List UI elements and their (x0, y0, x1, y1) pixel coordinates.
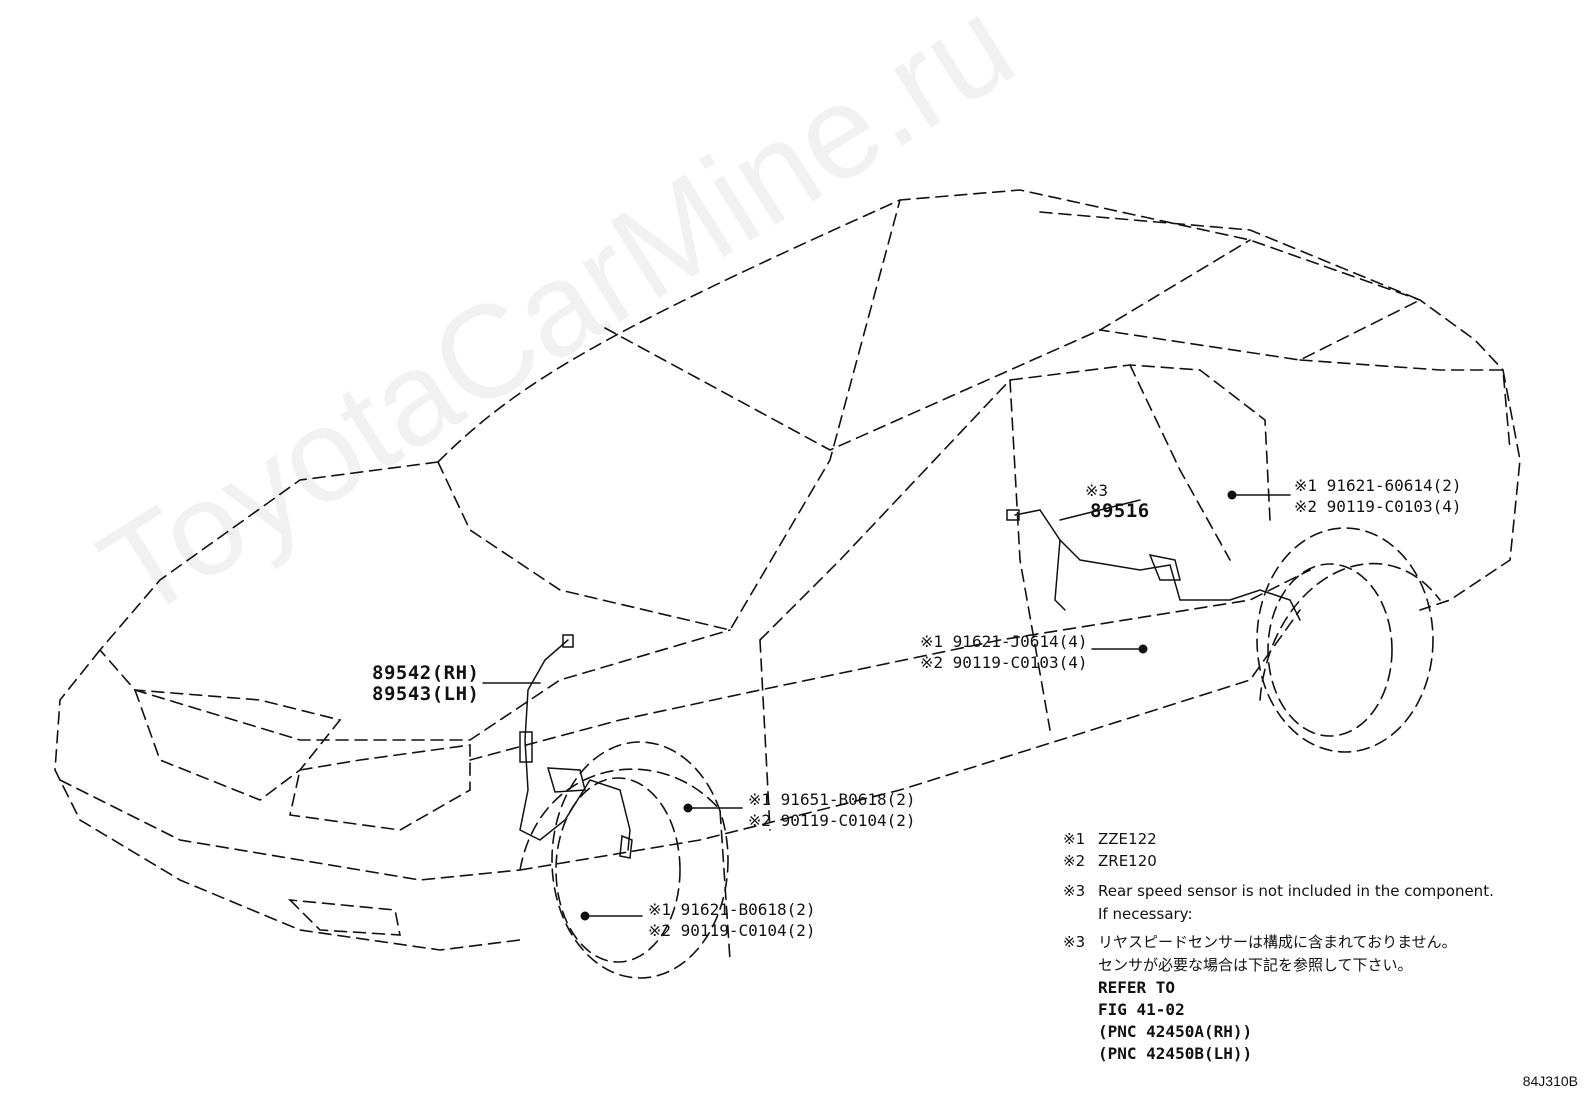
c-pillar (1129, 364, 1231, 561)
front-sensor-harness (519, 639, 631, 851)
front-sensor-bracket (546, 767, 586, 793)
trunk (1299, 359, 1511, 451)
front-wheel-outer (551, 741, 729, 979)
headlight (289, 744, 471, 831)
rear-sensor-harness (1014, 509, 1301, 621)
front-wheel-arch (519, 768, 731, 961)
front-sensor-head (619, 834, 633, 859)
b-pillar (1009, 379, 1051, 731)
rear-bumper (1419, 369, 1521, 611)
rear-wheel-arch (1259, 562, 1441, 701)
bolt-rear-top-icon (1227, 490, 1237, 500)
figure-id: 84J310B (1522, 1073, 1578, 1089)
side-body-line (469, 569, 1311, 761)
roof-rear-edge (604, 239, 1251, 451)
bolt-front-upper-icon (683, 803, 693, 813)
rear-sensor-connector (1006, 509, 1020, 521)
bumper-lower (59, 779, 521, 881)
bolt-front-lower-icon (580, 911, 590, 921)
label-89542-rh: 89542(RH) (372, 662, 480, 684)
label-front-upper-bolt-1: ※1 91651-B0618(2) (748, 790, 916, 809)
door-sill (519, 609, 1301, 871)
hood-front (54, 649, 521, 951)
label-rear-mid-bolt-1: ※1 91621-J0614(4) (920, 632, 1088, 651)
refer-line-3: (PNC 42450A(RH)) (1098, 1022, 1253, 1041)
note-2-mark: ※2 (1063, 852, 1086, 870)
note-3-text-2: If necessary: (1098, 905, 1193, 923)
refer-line-2: FIG 41-02 (1098, 1000, 1185, 1019)
front-sensor-connector (562, 634, 574, 648)
refer-line-4: (PNC 42450B(LH)) (1098, 1044, 1253, 1063)
rear-sensor-bracket (1148, 553, 1181, 581)
label-89543-lh: 89543(LH) (372, 683, 480, 705)
note-2-text: ZRE120 (1098, 852, 1157, 870)
front-wheel-inner (555, 777, 681, 963)
leader-rear-part (1059, 499, 1141, 521)
rear-wheel-outer (1256, 527, 1434, 753)
label-rear-top-bolt-1: ※1 91621-60614(2) (1294, 476, 1462, 495)
rear-sensor-loop (1054, 539, 1066, 611)
label-rear-mid-bolt-2: ※2 90119-C0103(4) (920, 653, 1088, 672)
note-4-mark: ※3 (1063, 933, 1086, 951)
refer-line-1: REFER TO (1098, 978, 1176, 997)
fog-light (287, 898, 401, 936)
label-rear-top-bolt-2: ※2 90119-C0103(4) (1294, 497, 1462, 516)
label-front-lower-bolt-1: ※1 91621-B0618(2) (648, 900, 816, 919)
rear-wheel-inner (1267, 563, 1393, 737)
front-sensor-clip (519, 731, 533, 763)
label-front-lower-bolt-2: ※2 90119-C0104(2) (648, 921, 816, 940)
note-4-text: リヤスピードセンサーは構成に含まれておりません。 (1098, 933, 1457, 951)
note-4-text-2: センサが必要な場合は下記を参照して下さい。 (1098, 956, 1413, 974)
door-line-top (759, 364, 1271, 641)
note-1-text: ZZE122 (1098, 830, 1157, 848)
grille (133, 689, 342, 801)
bolt-rear-mid-icon (1138, 644, 1148, 654)
rear-window (1039, 211, 1422, 361)
front-door-edge (759, 639, 771, 831)
windshield (437, 199, 901, 631)
label-89516: 89516 (1090, 500, 1150, 522)
note-3-text: Rear speed sensor is not included in the… (1098, 882, 1494, 900)
label-front-upper-bolt-2: ※2 90119-C0104(2) (748, 811, 916, 830)
note-3-mark: ※3 (1063, 882, 1086, 900)
label-rear-mark: ※3 (1085, 481, 1109, 500)
note-1-mark: ※1 (1063, 830, 1086, 848)
